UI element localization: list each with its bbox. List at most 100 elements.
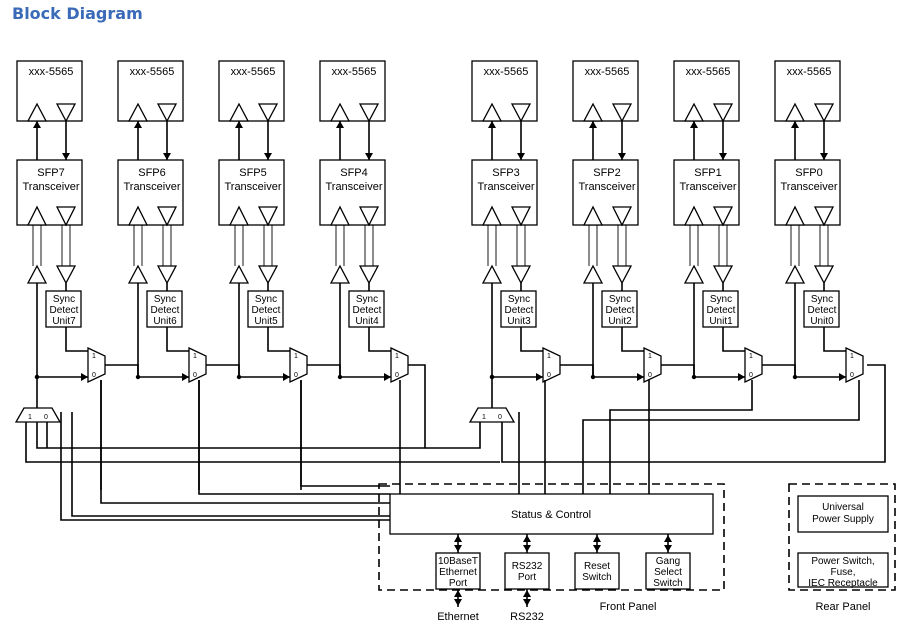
arrowhead xyxy=(664,535,672,542)
mux-label-0: 0 xyxy=(498,414,502,421)
chain-wire xyxy=(206,364,240,377)
front-panel-label: Front Panel xyxy=(600,601,657,613)
mux-label-0: 0 xyxy=(749,372,753,379)
sfp-label: SFP4 xyxy=(340,167,368,179)
buffer-up-icon xyxy=(228,205,250,226)
mux-label-1: 1 xyxy=(547,353,551,360)
arrowhead xyxy=(163,153,171,160)
sync-to-mux-wire xyxy=(267,327,290,352)
front-port-label: Port xyxy=(518,572,537,583)
external-port-label: RS232 xyxy=(510,611,544,623)
arrowhead xyxy=(589,121,597,128)
sync-label: Unit0 xyxy=(810,316,834,327)
sync-label: Sync xyxy=(609,294,631,305)
arrowhead xyxy=(593,545,601,552)
sfp-label: SFP1 xyxy=(694,167,722,179)
buffer-up-icon xyxy=(127,264,149,284)
buffer-down-icon xyxy=(358,265,380,285)
front-port-label: Port xyxy=(449,578,468,589)
sync-label: Sync xyxy=(508,294,530,305)
front-port-box xyxy=(435,552,481,590)
sync-label: Unit6 xyxy=(153,316,177,327)
buffer-down-icon xyxy=(257,265,279,285)
sync-to-mux-wire xyxy=(166,327,189,352)
sync-label: Sync xyxy=(356,294,378,305)
module-label: xxx-5565 xyxy=(585,66,630,78)
mux-icon xyxy=(643,346,662,384)
sync-label: Detect xyxy=(505,305,534,316)
sync-detect-unit xyxy=(601,290,638,328)
control-wire xyxy=(198,380,390,495)
arrowhead xyxy=(235,121,243,128)
sync-label: Unit7 xyxy=(52,316,76,327)
sync-label: Sync xyxy=(811,294,833,305)
front-panel-boundary xyxy=(378,483,725,591)
front-port-box xyxy=(574,552,620,590)
page-title: Block Diagram xyxy=(12,4,143,23)
arrowhead xyxy=(264,153,272,160)
arrowhead xyxy=(618,153,626,160)
mux-label-0: 0 xyxy=(648,372,652,379)
sfp-sublabel: Transceiver xyxy=(325,181,382,193)
control-wire xyxy=(609,380,753,494)
arrowhead xyxy=(719,153,727,160)
sfp-sublabel: Transceiver xyxy=(123,181,180,193)
buffer-down-icon xyxy=(55,206,77,227)
buffer-down-icon xyxy=(257,206,279,227)
sync-to-mux-wire xyxy=(520,327,543,352)
buffer-down-icon xyxy=(257,103,279,123)
sync-detect-unit xyxy=(348,290,385,328)
module-label: xxx-5565 xyxy=(686,66,731,78)
sync-label: Sync xyxy=(710,294,732,305)
arrowhead xyxy=(62,153,70,160)
arrowhead xyxy=(664,545,672,552)
sync-to-mux-wire xyxy=(823,327,846,352)
mux-label-1: 1 xyxy=(294,353,298,360)
mux-label-1: 1 xyxy=(28,414,32,421)
sync-detect-unit xyxy=(500,290,537,328)
buffer-down-icon xyxy=(358,206,380,227)
chain-wire xyxy=(560,364,594,377)
buffer-down-icon xyxy=(510,103,532,123)
sync-detect-unit xyxy=(247,290,284,328)
control-wire xyxy=(582,380,860,494)
front-port-label: 10BaseT xyxy=(438,556,478,567)
sync-detect-unit xyxy=(803,290,840,328)
rear-item-label: Fuse, xyxy=(830,567,855,578)
rear-panel-label: Rear Panel xyxy=(815,601,870,613)
sync-label: Detect xyxy=(252,305,281,316)
mux-icon xyxy=(845,346,864,384)
arrowhead xyxy=(523,535,531,542)
chain-wire xyxy=(661,364,695,377)
sfp-label: SFP3 xyxy=(492,167,520,179)
sync-label: Sync xyxy=(154,294,176,305)
buffer-down-icon xyxy=(55,103,77,123)
buffer-up-icon xyxy=(683,205,705,226)
sfp-sublabel: Transceiver xyxy=(224,181,281,193)
arrowhead xyxy=(182,373,189,381)
chain-wire xyxy=(25,422,500,463)
front-port-label: Switch xyxy=(582,572,611,583)
buffer-up-icon xyxy=(784,205,806,226)
arrowhead xyxy=(536,373,543,381)
sync-label: Unit1 xyxy=(709,316,733,327)
arrowhead xyxy=(365,153,373,160)
mux-label-1: 1 xyxy=(193,353,197,360)
module-label: xxx-5565 xyxy=(130,66,175,78)
control-wire xyxy=(71,412,390,517)
arrowhead xyxy=(384,373,391,381)
mux-icon xyxy=(542,346,561,384)
sfp-label: SFP0 xyxy=(795,167,823,179)
arrowhead xyxy=(454,599,462,606)
power-switch-box xyxy=(797,552,889,588)
buffer-down-icon xyxy=(712,265,734,285)
arrowhead xyxy=(523,545,531,552)
front-port-label: RS232 xyxy=(512,561,543,572)
front-port-label: Reset xyxy=(584,561,610,572)
sfp-label: SFP5 xyxy=(239,167,267,179)
arrowhead xyxy=(283,373,290,381)
sfp-sublabel: Transceiver xyxy=(22,181,79,193)
front-port-label: Switch xyxy=(653,578,682,589)
mux-icon xyxy=(390,346,409,384)
mux-label-0: 0 xyxy=(92,372,96,379)
